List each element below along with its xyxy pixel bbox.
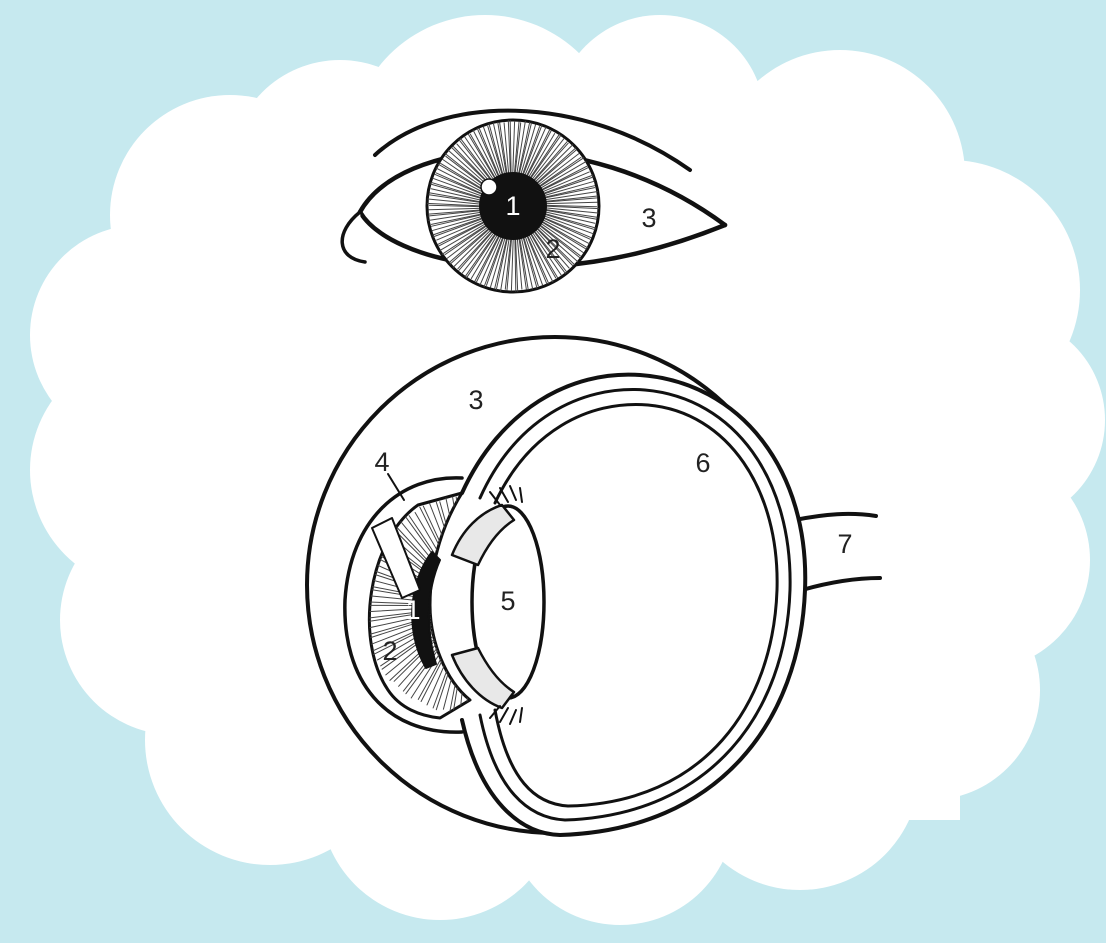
label-cornea: 4 <box>374 447 389 477</box>
label-front-pupil: 1 <box>505 191 520 221</box>
label-vitreous: 6 <box>695 448 710 478</box>
label-lens: 5 <box>500 586 515 616</box>
label-optic-nerve: 7 <box>837 529 852 559</box>
label-side-sclera: 3 <box>468 385 483 415</box>
label-side-pupil: 1 <box>405 595 420 625</box>
front-highlight <box>481 179 497 195</box>
label-front-iris: 2 <box>545 234 560 264</box>
label-side-iris: 2 <box>382 636 397 666</box>
label-front-sclera: 3 <box>641 203 656 233</box>
